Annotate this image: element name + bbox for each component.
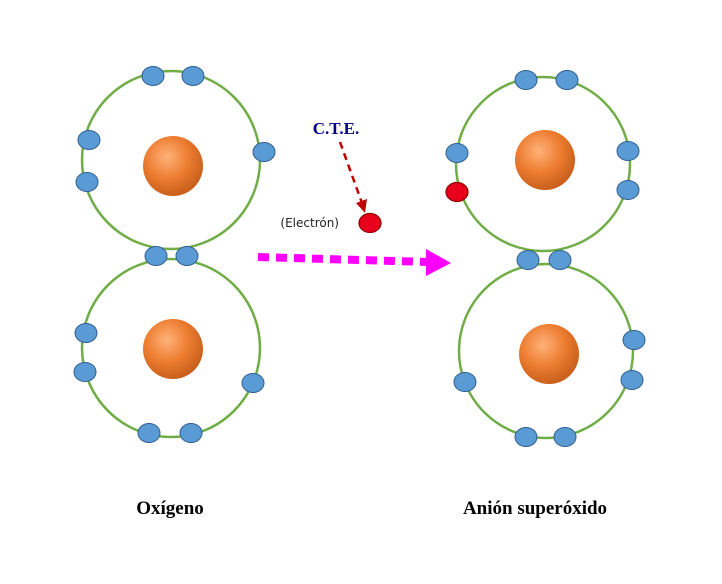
cte-arrow-line bbox=[338, 141, 364, 204]
transfer-arrow bbox=[257, 249, 451, 276]
cte-group: C.T.E. (Electrón) bbox=[280, 119, 382, 234]
electron bbox=[548, 250, 572, 270]
oxygen-molecule bbox=[73, 66, 276, 443]
electron bbox=[141, 66, 165, 86]
electron bbox=[445, 143, 469, 163]
electron bbox=[181, 66, 205, 86]
electron bbox=[77, 130, 101, 150]
electron bbox=[620, 370, 644, 390]
electron bbox=[514, 427, 538, 447]
orbit-right-top bbox=[454, 75, 632, 253]
electron bbox=[622, 330, 646, 350]
electron bbox=[616, 180, 640, 200]
nucleus-right-bottom bbox=[519, 324, 579, 384]
electron bbox=[516, 250, 540, 270]
free-electron-label: (Electrón) bbox=[280, 216, 339, 230]
electron bbox=[179, 423, 203, 443]
electron bbox=[252, 142, 276, 162]
right-molecule-label: Anión superóxido bbox=[463, 498, 607, 519]
electron bbox=[514, 70, 538, 90]
left-molecule-label: Oxígeno bbox=[136, 498, 204, 519]
orbit-left-bottom bbox=[80, 257, 262, 439]
transfer-arrow-head bbox=[426, 249, 451, 276]
transfer-arrow-line bbox=[257, 253, 429, 266]
superoxide-molecule bbox=[445, 70, 646, 447]
electron bbox=[241, 373, 265, 393]
nucleus-left-top bbox=[143, 136, 203, 196]
electron bbox=[144, 246, 168, 266]
extra-electron bbox=[445, 181, 469, 203]
electron bbox=[74, 323, 98, 343]
electron bbox=[75, 172, 99, 192]
free-electron bbox=[358, 212, 382, 234]
electron bbox=[175, 246, 199, 266]
orbit-right-bottom bbox=[457, 262, 635, 440]
electron bbox=[616, 141, 640, 161]
electron bbox=[553, 427, 577, 447]
nucleus-left-bottom bbox=[143, 319, 203, 379]
cte-arrow-head bbox=[356, 199, 367, 213]
nucleus-right-top bbox=[515, 130, 575, 190]
electron bbox=[453, 372, 477, 392]
electron bbox=[555, 70, 579, 90]
cte-label: C.T.E. bbox=[313, 119, 359, 138]
electron bbox=[137, 423, 161, 443]
electron bbox=[73, 362, 97, 382]
